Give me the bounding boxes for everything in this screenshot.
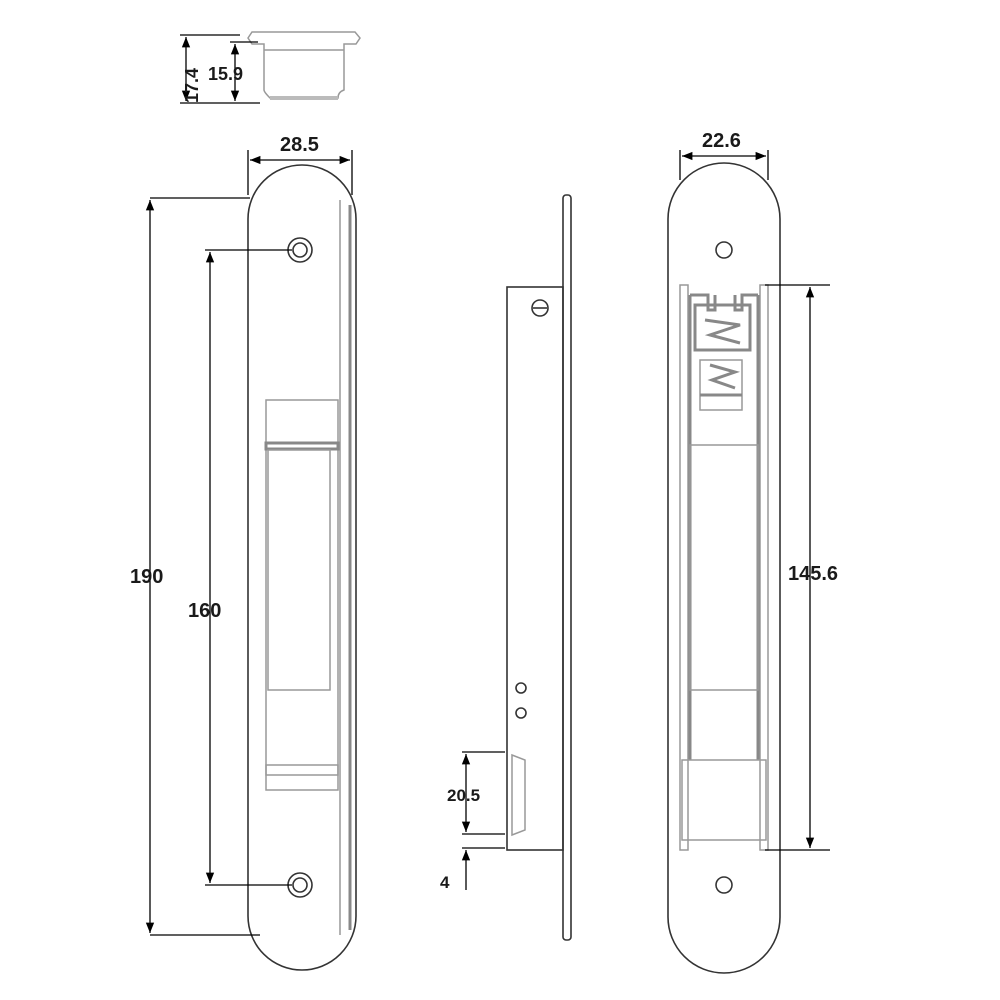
side-view: 20.5 4 <box>440 194 572 941</box>
dim-28-5: 28.5 <box>280 134 319 156</box>
dim-190: 190 <box>130 566 163 588</box>
dim-22-6: 22.6 <box>702 130 741 152</box>
cross-section-view: 17.4 15.9 <box>180 31 361 104</box>
front-view: 28.5 190 160 <box>130 134 357 971</box>
dim-4: 4 <box>440 873 450 892</box>
back-view: 22.6 145.6 <box>667 130 838 974</box>
dim-20-5: 20.5 <box>447 786 480 805</box>
dim-17-4: 17.4 <box>182 68 202 103</box>
dim-15-9: 15.9 <box>208 64 243 84</box>
dim-160: 160 <box>188 600 221 622</box>
dim-145-6: 145.6 <box>788 563 838 585</box>
